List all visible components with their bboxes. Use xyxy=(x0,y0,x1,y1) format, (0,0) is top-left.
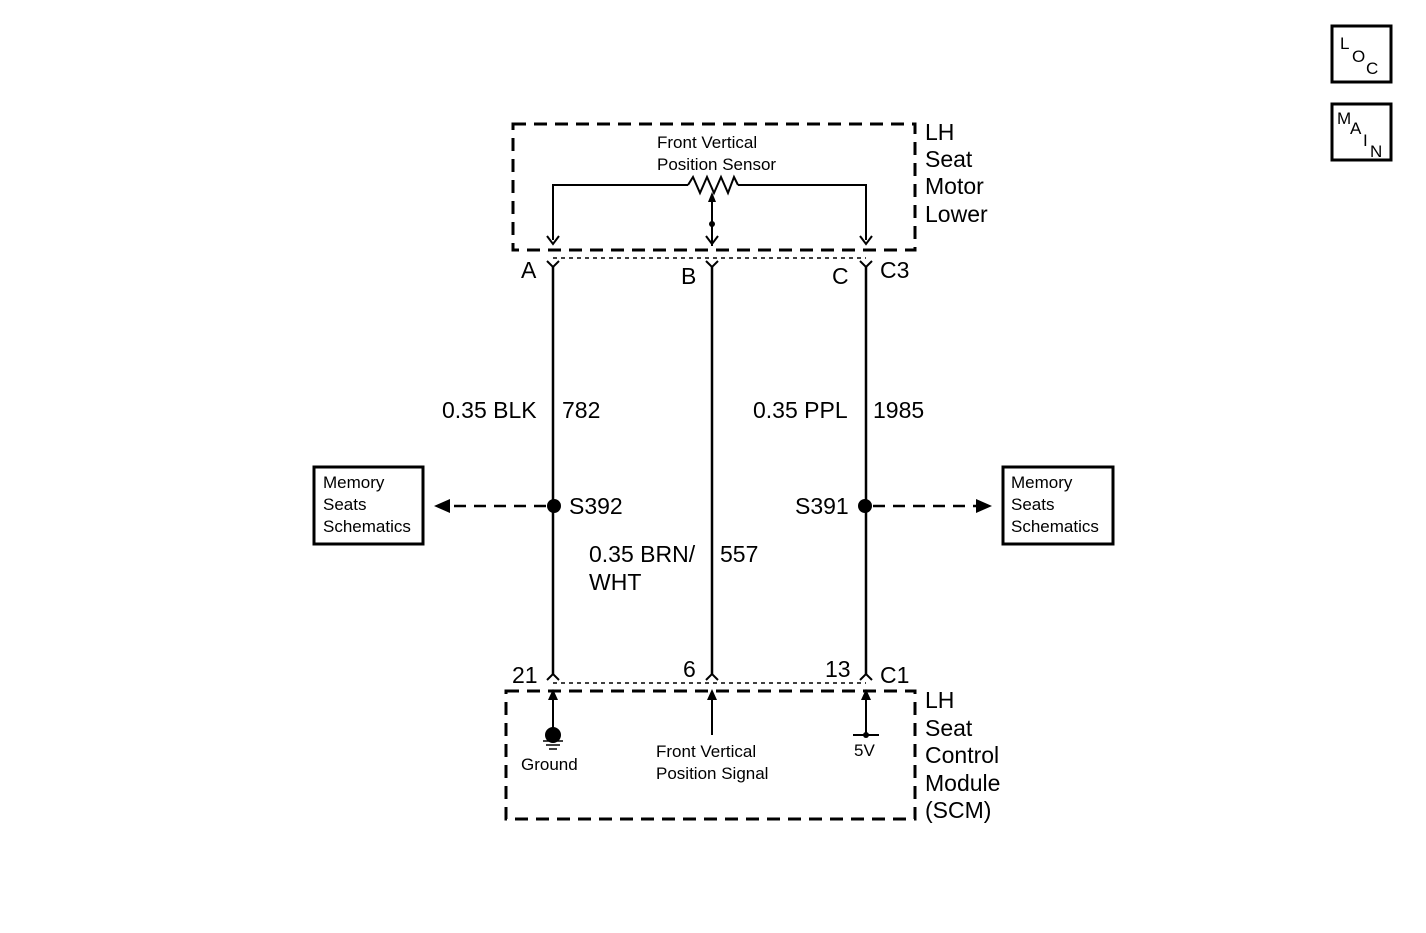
svg-text:LH: LH xyxy=(925,687,954,713)
svg-text:Seats: Seats xyxy=(323,495,366,514)
arrow-left-icon xyxy=(434,499,450,513)
svg-text:Schematics: Schematics xyxy=(1011,517,1099,536)
wire-782-color: 0.35 BLK xyxy=(442,397,537,423)
svg-text:L: L xyxy=(1340,34,1349,53)
svg-text:M: M xyxy=(1337,109,1351,128)
wire-557-color-2: WHT xyxy=(589,569,641,595)
ground-icon xyxy=(543,727,563,750)
svg-text:Control: Control xyxy=(925,742,999,768)
connector-c3: A B C C3 xyxy=(521,257,909,289)
svg-text:LH: LH xyxy=(925,119,954,145)
memory-seats-ref-left[interactable]: Memory Seats Schematics xyxy=(312,465,425,546)
svg-text:C: C xyxy=(1366,59,1378,78)
wire-782-circuit: 782 xyxy=(562,397,600,423)
pin-b-label: B xyxy=(681,263,696,289)
svg-text:(SCM): (SCM) xyxy=(925,797,991,823)
signal-label-2: Position Signal xyxy=(656,764,768,783)
main-button[interactable]: M A I N xyxy=(1330,102,1393,162)
svg-text:Schematics: Schematics xyxy=(323,517,411,536)
svg-text:Memory: Memory xyxy=(323,473,385,492)
svg-text:S392: S392 xyxy=(569,493,623,519)
svg-text:S391: S391 xyxy=(795,493,849,519)
loc-button[interactable]: L O C xyxy=(1330,24,1393,84)
svg-text:A: A xyxy=(1350,119,1362,138)
svg-text:Seat: Seat xyxy=(925,146,973,172)
voltage-reference-icon xyxy=(853,732,879,738)
wires: 0.35 BLK 782 0.35 BRN/ WHT 557 0.35 PPL … xyxy=(442,267,924,674)
bottom-module: Ground Front Vertical Position Signal 5V… xyxy=(504,687,1000,823)
splice-s391: S391 xyxy=(795,493,992,519)
top-module: Front Vertical Position Sensor LH Seat M… xyxy=(511,119,988,252)
svg-text:Motor: Motor xyxy=(925,173,984,199)
svg-text:N: N xyxy=(1370,142,1382,161)
svg-text:I: I xyxy=(1363,131,1368,150)
connector-c1: 21 6 13 C1 xyxy=(512,656,909,688)
svg-text:Lower: Lower xyxy=(925,201,988,227)
pin-21-label: 21 xyxy=(512,662,538,688)
pin-13-label: 13 xyxy=(825,656,851,682)
connector-c1-label: C1 xyxy=(880,662,909,688)
signal-label-1: Front Vertical xyxy=(656,742,756,761)
svg-text:Memory: Memory xyxy=(1011,473,1073,492)
ground-label: Ground xyxy=(521,755,578,774)
pin-c-label: C xyxy=(832,263,849,289)
memory-seats-ref-right[interactable]: Memory Seats Schematics xyxy=(1001,465,1115,546)
svg-text:O: O xyxy=(1352,47,1365,66)
sensor-label-2: Position Sensor xyxy=(657,155,776,174)
wire-557-color-1: 0.35 BRN/ xyxy=(589,541,696,567)
resistor-icon xyxy=(687,174,739,196)
wire-1985-circuit: 1985 xyxy=(873,397,924,423)
wire-1985-color: 0.35 PPL xyxy=(753,397,848,423)
svg-text:Module: Module xyxy=(925,770,1000,796)
splice-s392: S392 xyxy=(434,493,623,519)
5v-label: 5V xyxy=(854,741,875,760)
pin-6-label: 6 xyxy=(683,656,696,682)
wire-557-circuit: 557 xyxy=(720,541,758,567)
pin-a-label: A xyxy=(521,257,537,283)
arrow-right-icon xyxy=(976,499,992,513)
svg-text:Seats: Seats xyxy=(1011,495,1054,514)
svg-text:Seat: Seat xyxy=(925,715,973,741)
sensor-label-1: Front Vertical xyxy=(657,133,757,152)
connector-c3-label: C3 xyxy=(880,257,909,283)
